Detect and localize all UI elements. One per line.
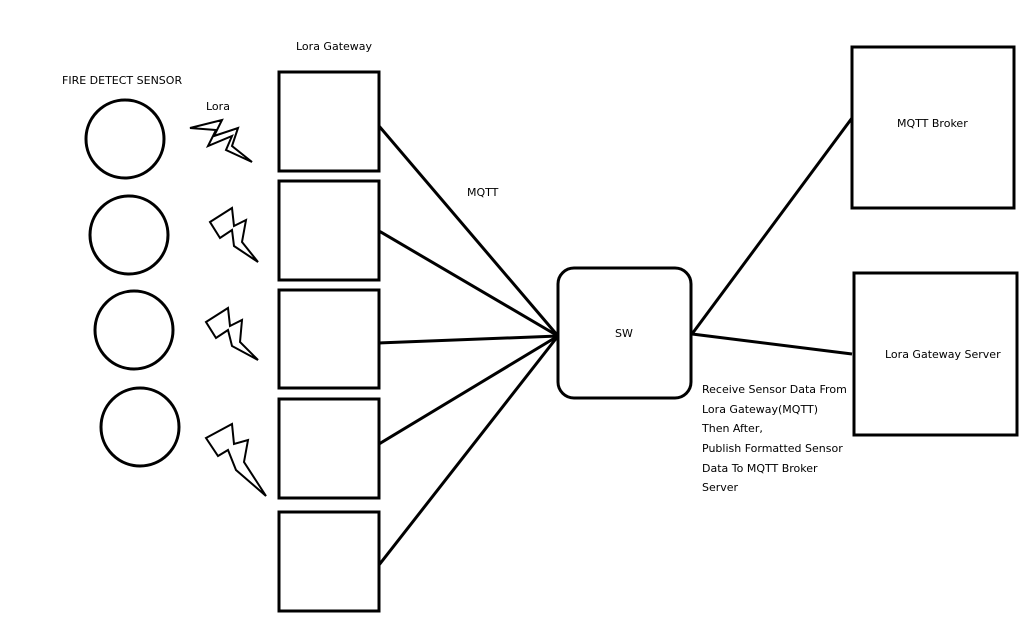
- link-switch-broker: [690, 117, 854, 335]
- link-gateway-2-switch: [378, 229, 559, 338]
- fire-sensor-4: [99, 386, 181, 468]
- lightning-bolt-icon: [204, 306, 259, 361]
- gateway-server-node: Lora Gateway Server: [852, 271, 1019, 437]
- fire-sensor-1: [84, 98, 166, 180]
- lora-gateway-3: [277, 288, 381, 390]
- fire-sensor-2: [88, 194, 170, 276]
- link-gateway-3-switch: [378, 334, 559, 345]
- description-line: Data To MQTT Broker: [702, 462, 818, 475]
- link-gateway-5-switch: [377, 335, 560, 566]
- switch-label: SW: [615, 327, 633, 340]
- lora-gateway-4: [277, 397, 381, 500]
- lora-gateway-5: [277, 510, 381, 613]
- switch-box: [556, 266, 693, 400]
- lora-gateway-server-box: [852, 271, 1019, 437]
- description-line: Then After,: [701, 422, 763, 435]
- lightning-bolt-icon: [204, 422, 267, 497]
- link-gateway-1-switch: [377, 125, 560, 337]
- gateway-group-label: Lora Gateway: [296, 40, 373, 53]
- lora-gateway-server-label: Lora Gateway Server: [885, 348, 1001, 361]
- sensor-group-label: FIRE DETECT SENSOR: [62, 74, 182, 87]
- gateway-group: Lora Gateway: [277, 40, 381, 613]
- switch-node: SW: [556, 266, 693, 400]
- description-line: Lora Gateway(MQTT): [702, 403, 818, 416]
- link-gateway-4-switch: [378, 334, 559, 446]
- lora-gateway-1: [277, 70, 381, 173]
- lora-signals: Lora: [189, 100, 267, 497]
- mqtt-broker-label: MQTT Broker: [897, 117, 968, 130]
- sensor-group: FIRE DETECT SENSOR: [62, 74, 182, 468]
- switch-description: Receive Sensor Data From Lora Gateway(MQ…: [701, 383, 847, 494]
- lora-gateway-2: [277, 179, 381, 282]
- connections: [377, 117, 854, 566]
- mqtt-link-label: MQTT: [467, 186, 499, 199]
- description-line: Server: [702, 481, 739, 494]
- lightning-bolt-icon: [189, 118, 253, 163]
- mqtt-broker-box: [850, 45, 1016, 210]
- description-line: Receive Sensor Data From: [702, 383, 847, 396]
- lightning-bolt-icon: [208, 206, 259, 263]
- broker-node: MQTT Broker: [850, 45, 1016, 210]
- link-switch-gateway-server: [691, 332, 853, 356]
- description-line: Publish Formatted Sensor: [702, 442, 843, 455]
- lora-label: Lora: [206, 100, 230, 113]
- fire-sensor-3: [93, 289, 175, 371]
